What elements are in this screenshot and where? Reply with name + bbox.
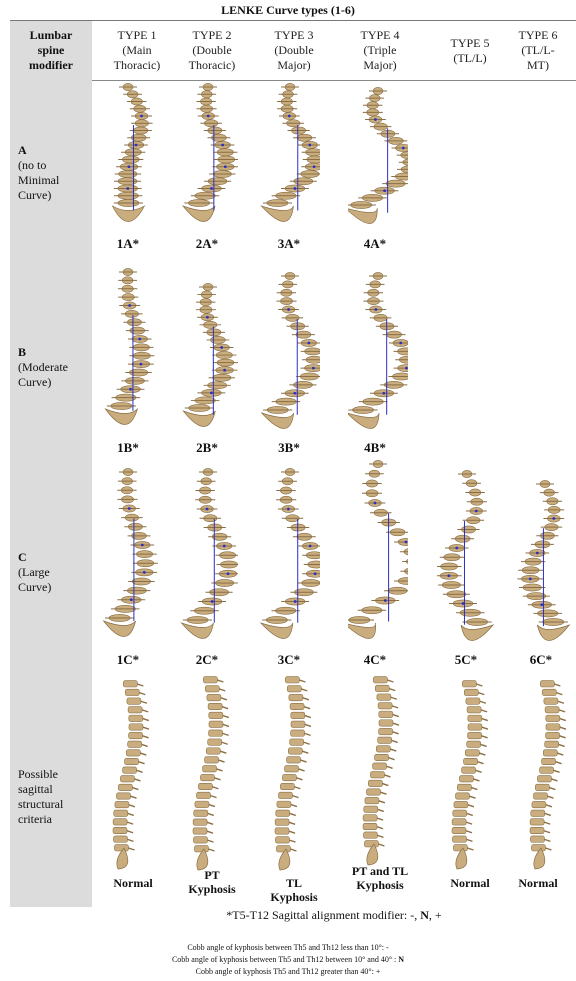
row-b-label: B (Moderate Curve) — [18, 345, 92, 390]
lumbar-modifier-header: Lumbar spine modifier — [10, 28, 92, 73]
curve-label: 5C* — [431, 652, 501, 668]
frontal-spine-image — [437, 470, 497, 652]
frontal-spine-image — [98, 268, 158, 436]
curve-label: 2B* — [172, 440, 242, 456]
row-desc-line: Curve) — [18, 375, 92, 390]
row-desc-line: Curve) — [18, 580, 92, 595]
frontal-spine-image — [98, 83, 158, 233]
frontal-spine-image — [178, 83, 238, 233]
type-3-header: TYPE 3 (Double Major) — [249, 28, 339, 73]
row-desc-line: sagittal — [18, 782, 92, 797]
header-line: (TL/L- — [500, 43, 576, 58]
curve-label: 2A* — [172, 236, 242, 252]
frontal-spine-image — [178, 468, 238, 650]
row-desc-line: (Moderate — [18, 360, 92, 375]
curve-label: 2C* — [172, 652, 242, 668]
sagittal-label: Normal — [88, 876, 178, 890]
frontal-spine-image — [260, 468, 320, 650]
frontal-spine-image — [515, 480, 575, 652]
row-desc-line: (no to — [18, 158, 92, 173]
row-c-label: C (Large Curve) — [18, 550, 92, 595]
row-desc-line: Curve) — [18, 188, 92, 203]
frontal-spine-image — [348, 460, 408, 650]
curve-label: 4C* — [340, 652, 410, 668]
row-desc-line: criteria — [18, 812, 92, 827]
header-line: TYPE 2 — [167, 28, 257, 43]
header-line: modifier — [10, 58, 92, 73]
header-line: Lumbar — [10, 28, 92, 43]
row-letter: B — [18, 345, 26, 359]
sagittal-label: PT Kyphosis — [167, 868, 257, 896]
curve-label: 1A* — [93, 236, 163, 252]
cobb-note-3: Cobb angle of kyphosis Th5 and Th12 grea… — [0, 967, 576, 977]
row-letter: C — [18, 550, 27, 564]
sagittal-modifier-footnote: *T5-T12 Sagittal alignment modifier: -, … — [92, 908, 576, 923]
sagittal-spine-image — [262, 676, 318, 871]
sagittal-label: TL Kyphosis — [249, 876, 339, 904]
curve-label: 3A* — [254, 236, 324, 252]
sagittal-row-label: Possible sagittal structural criteria — [18, 767, 92, 827]
frontal-spine-image — [178, 283, 238, 438]
header-line: Major) — [249, 58, 339, 73]
frontal-spine-image — [348, 87, 408, 235]
cobb-note-1: Cobb angle of kyphosis between Th5 and T… — [0, 943, 576, 953]
header-line: MT) — [500, 58, 576, 73]
diagram-title: LENKE Curve types (1-6) — [0, 3, 576, 18]
sagittal-spine-image — [517, 680, 573, 870]
header-line: Major) — [335, 58, 425, 73]
curve-label: 6C* — [506, 652, 576, 668]
row-desc-line: Minimal — [18, 173, 92, 188]
curve-label: 1B* — [93, 440, 163, 456]
frontal-spine-image — [260, 83, 320, 233]
row-letter: A — [18, 143, 27, 157]
sagittal-spine-image — [180, 676, 236, 871]
sagittal-spine-image — [439, 680, 495, 870]
sagittal-label: Normal — [500, 876, 576, 890]
header-line: (Double — [249, 43, 339, 58]
row-a-label: A (no to Minimal Curve) — [18, 143, 92, 203]
top-rule — [10, 20, 576, 21]
cobb-note-2: Cobb angle of kyphosis between Th5 and T… — [0, 955, 576, 965]
header-line: TYPE 3 — [249, 28, 339, 43]
curve-label: 4B* — [340, 440, 410, 456]
type-6-header: TYPE 6 (TL/L- MT) — [500, 28, 576, 73]
header-line: (Double — [167, 43, 257, 58]
type-2-header: TYPE 2 (Double Thoracic) — [167, 28, 257, 73]
header-line: spine — [10, 43, 92, 58]
header-rule — [92, 80, 576, 81]
type-4-header: TYPE 4 (Triple Major) — [335, 28, 425, 73]
row-desc-line: Possible — [18, 767, 92, 782]
header-line: TYPE 6 — [500, 28, 576, 43]
sagittal-spine-image — [100, 680, 156, 870]
header-line: Thoracic) — [167, 58, 257, 73]
curve-label: 1C* — [93, 652, 163, 668]
sagittal-spine-image — [350, 676, 406, 866]
header-line: TYPE 4 — [335, 28, 425, 43]
frontal-spine-image — [98, 468, 158, 648]
sagittal-label: PT and TL Kyphosis — [335, 864, 425, 892]
curve-label: 3C* — [254, 652, 324, 668]
curve-label: 4A* — [340, 236, 410, 252]
frontal-spine-image — [260, 272, 320, 440]
header-line: (Triple — [335, 43, 425, 58]
row-desc-line: structural — [18, 797, 92, 812]
curve-label: 3B* — [254, 440, 324, 456]
frontal-spine-image — [348, 272, 408, 440]
row-desc-line: (Large — [18, 565, 92, 580]
